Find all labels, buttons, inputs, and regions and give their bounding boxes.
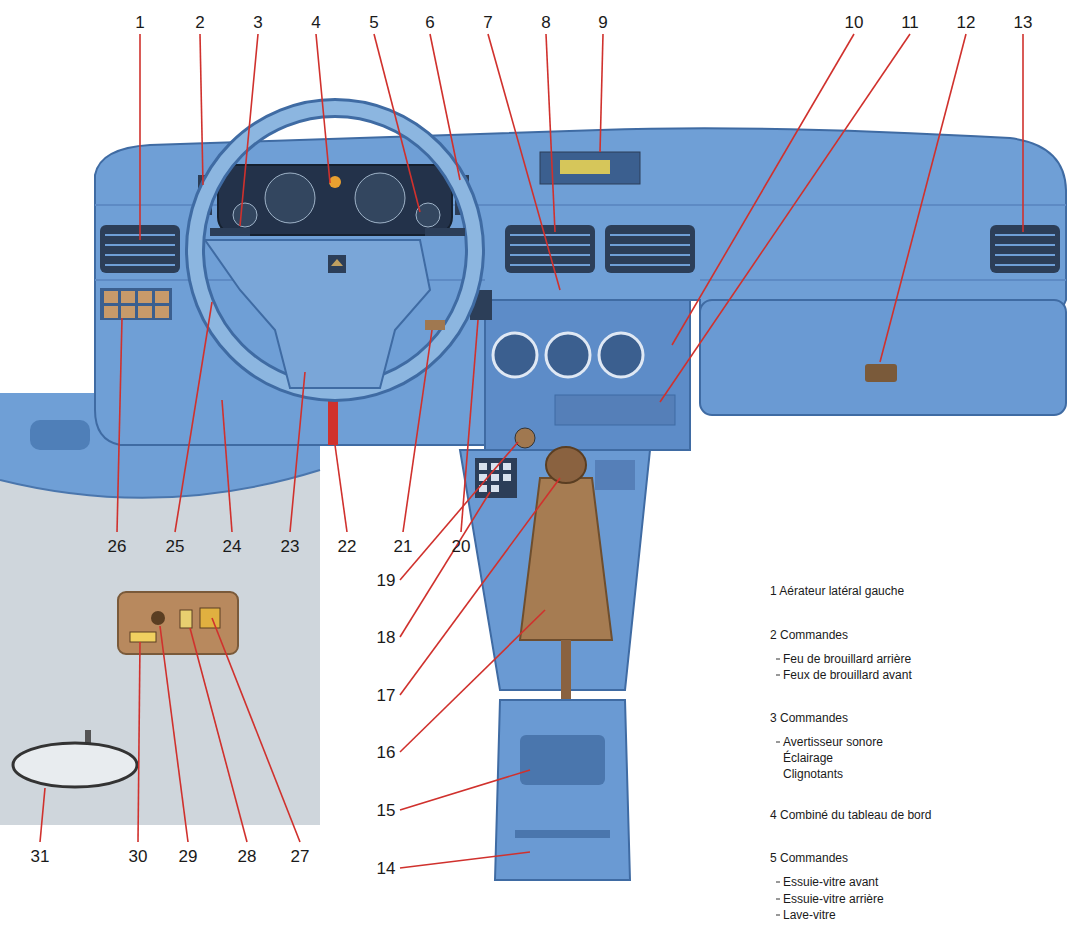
callout-number: 9	[598, 14, 607, 32]
legend-text: 3 Commandes	[770, 711, 848, 725]
legend-text: 1 Aérateur latéral gauche	[770, 584, 904, 598]
legend-text: Feu de brouillard arrière	[783, 652, 911, 666]
callout-number: 24	[223, 538, 242, 556]
callout-number: 4	[311, 14, 320, 32]
legend-text: 4 Combiné du tableau de bord	[770, 808, 931, 822]
legend-text: Lave-vitre	[783, 908, 836, 922]
callout-number: 15	[377, 802, 396, 820]
legend-text: 2 Commandes	[770, 628, 848, 642]
callout-number: 28	[238, 848, 257, 866]
callout-number: 14	[377, 860, 396, 878]
callout-number: 20	[452, 538, 471, 556]
legend-text: 5 Commandes	[770, 851, 848, 865]
callout-number: 10	[845, 14, 864, 32]
callout-number: 26	[108, 538, 127, 556]
callout-number: 5	[369, 14, 378, 32]
legend-text: Essuie-vitre avant	[783, 875, 878, 889]
callout-number: 1	[135, 14, 144, 32]
callout-number: 13	[1014, 14, 1033, 32]
callout-number: 30	[129, 848, 148, 866]
legend-text: Éclairage	[783, 751, 833, 765]
callout-number: 25	[166, 538, 185, 556]
callout-number: 6	[425, 14, 434, 32]
callout-number: 21	[394, 538, 413, 556]
callout-number: 23	[281, 538, 300, 556]
callout-number: 17	[377, 687, 396, 705]
list-dashes	[776, 659, 780, 915]
callout-number: 18	[377, 629, 396, 647]
callout-number: 12	[957, 14, 976, 32]
ceiling-inset	[0, 393, 320, 825]
callout-number: 31	[31, 848, 50, 866]
callout-number: 2	[195, 14, 204, 32]
callout-number: 22	[338, 538, 357, 556]
legend-text: Avertisseur sonore	[783, 735, 883, 749]
legend-text: Feux de brouillard avant	[783, 668, 912, 682]
callout-number: 16	[377, 744, 396, 762]
callout-number: 29	[179, 848, 198, 866]
callout-number: 27	[291, 848, 310, 866]
callout-number: 3	[253, 14, 262, 32]
legend-text: Essuie-vitre arrière	[783, 892, 884, 906]
callout-number: 19	[377, 572, 396, 590]
leader-lines	[40, 34, 1023, 868]
callout-number: 8	[541, 14, 550, 32]
legend-text: Clignotants	[783, 767, 843, 781]
callout-number: 11	[901, 14, 919, 32]
callout-number: 7	[483, 14, 492, 32]
